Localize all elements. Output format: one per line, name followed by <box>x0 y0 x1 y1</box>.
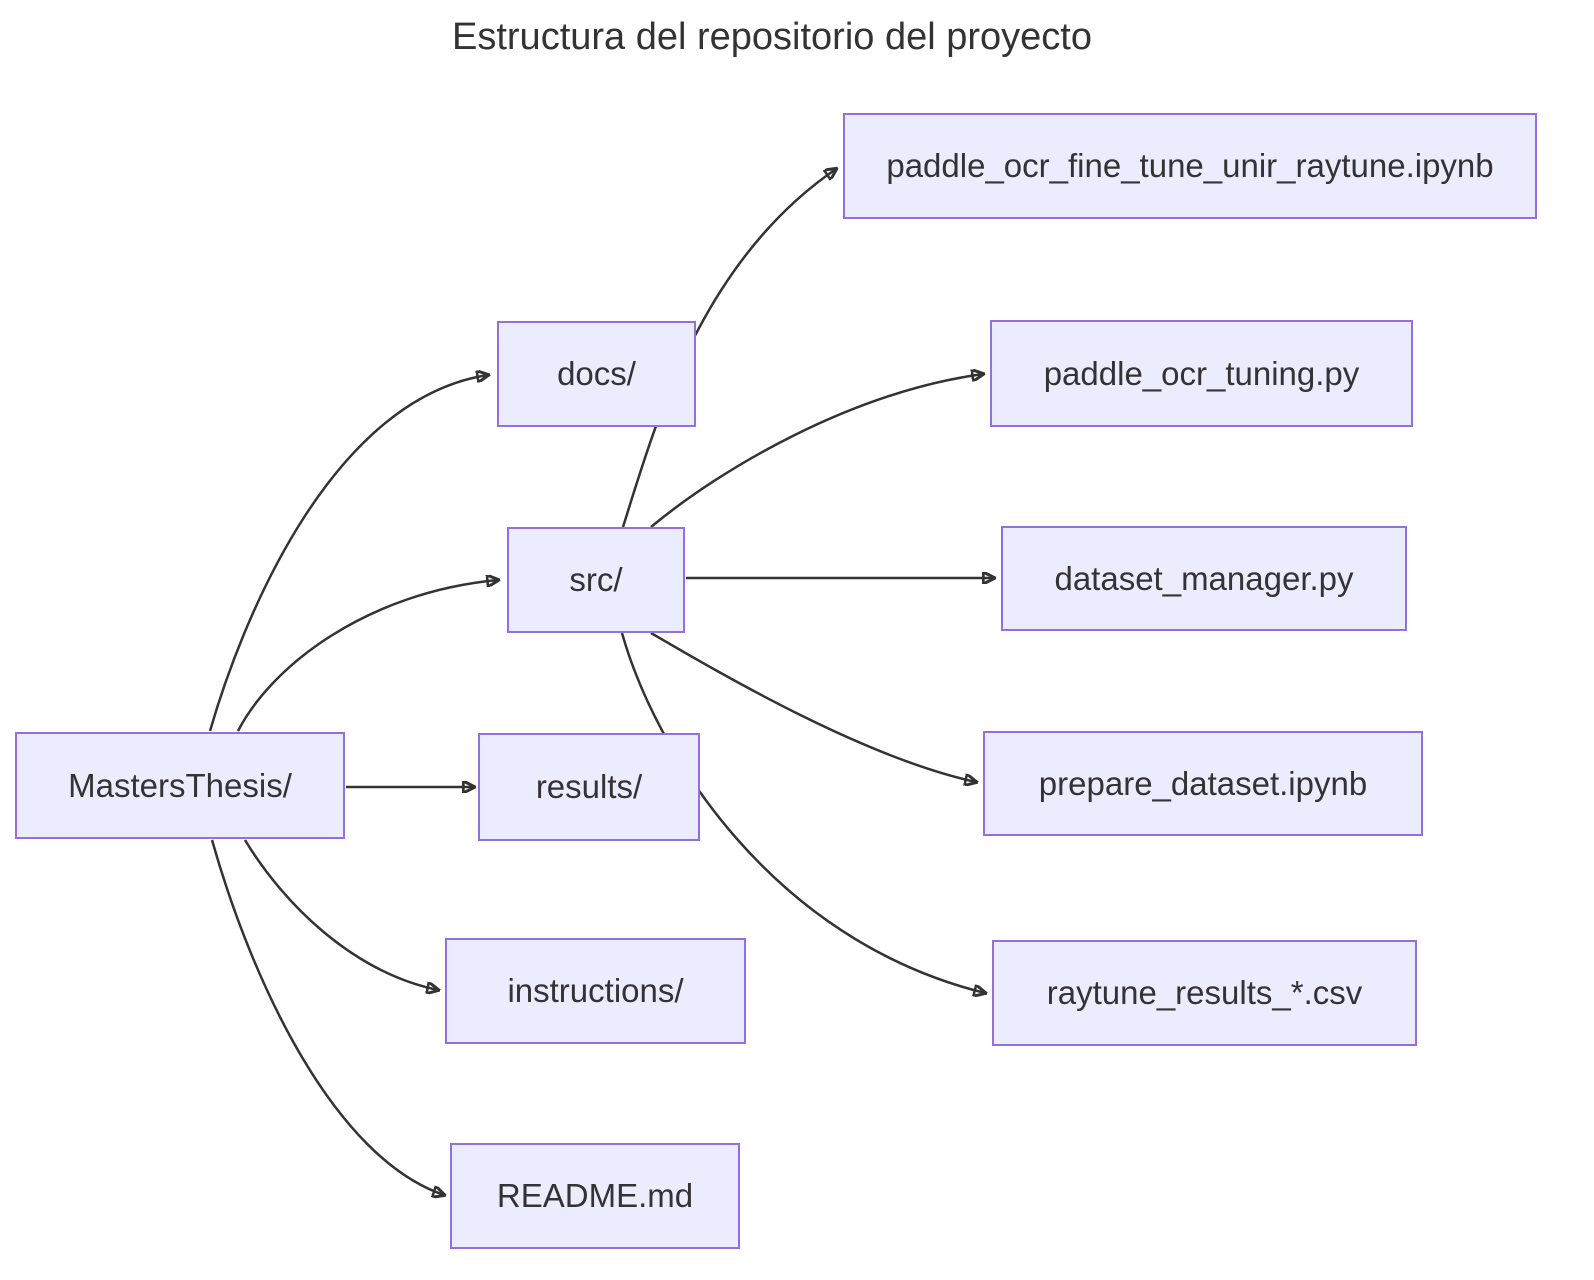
edge-src-to-nb-prepare <box>650 631 976 782</box>
node-label: results/ <box>535 768 643 805</box>
node-label: docs/ <box>557 355 636 392</box>
diagram-title: Estructura del repositorio del proyecto <box>452 16 1092 58</box>
node-mastersthesis: MastersThesis/ <box>15 732 345 839</box>
edge-mastersthesis-to-src <box>236 580 498 732</box>
node-label: README.md <box>496 1177 694 1214</box>
edge-src-to-csv <box>620 632 985 993</box>
node-dataset-manager-script: dataset_manager.py <box>1001 526 1407 631</box>
node-label: raytune_results_*.csv <box>1046 974 1363 1011</box>
edge-mastersthesis-to-docs <box>208 375 488 732</box>
node-label: paddle_ocr_fine_tune_unir_raytune.ipynb <box>886 147 1494 184</box>
node-results: results/ <box>478 733 700 841</box>
node-prepare-dataset-notebook: prepare_dataset.ipynb <box>983 731 1423 836</box>
node-docs: docs/ <box>497 321 696 427</box>
node-paddle-ocr-fine-tune-notebook: paddle_ocr_fine_tune_unir_raytune.ipynb <box>843 113 1537 219</box>
edge-src-to-py-tuning <box>650 374 983 528</box>
node-label: paddle_ocr_tuning.py <box>1043 354 1360 392</box>
node-label: instructions/ <box>507 972 684 1009</box>
node-raytune-results-csv: raytune_results_*.csv <box>992 940 1417 1046</box>
node-src: src/ <box>507 527 685 633</box>
node-label: dataset_manager.py <box>1054 559 1354 597</box>
node-label: MastersThesis/ <box>68 766 292 804</box>
edge-mastersthesis-to-instructions <box>243 839 438 990</box>
node-readme: README.md <box>450 1143 740 1249</box>
node-instructions: instructions/ <box>445 938 746 1044</box>
node-label: prepare_dataset.ipynb <box>1038 764 1368 802</box>
node-label: src/ <box>569 561 623 598</box>
edge-mastersthesis-to-readme <box>210 839 444 1195</box>
node-paddle-ocr-tuning-script: paddle_ocr_tuning.py <box>990 320 1413 427</box>
